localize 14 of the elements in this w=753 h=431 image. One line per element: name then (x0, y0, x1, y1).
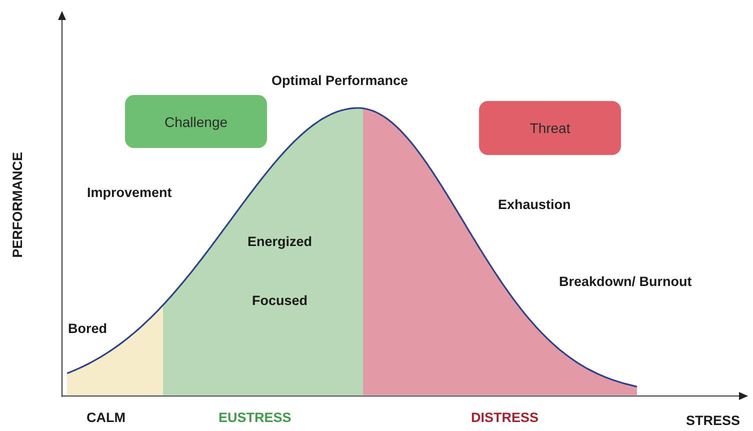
peak-label: Optimal Performance (272, 73, 408, 89)
zone-label: Breakdown/ Burnout (559, 274, 692, 290)
axis-title: PERFORMANCE (10, 152, 26, 258)
zone-label: Bored (68, 321, 108, 337)
zone-label: Improvement (87, 185, 172, 201)
axis-title: STRESS (686, 413, 740, 429)
region-label: DISTRESS (471, 410, 539, 426)
threat-box: Threat (479, 101, 621, 155)
region-label: EUSTRESS (218, 410, 292, 426)
zone-label: Exhaustion (498, 197, 571, 213)
region-label: CALM (86, 410, 126, 426)
zone-label: Focused (252, 293, 308, 309)
zone-label: Energized (248, 234, 312, 250)
challenge-box: Challenge (125, 95, 267, 148)
